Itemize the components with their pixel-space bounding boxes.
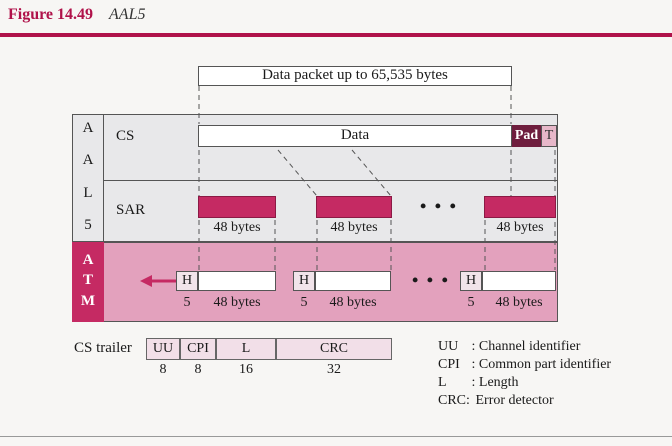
trailer-field-crc: CRC bbox=[276, 338, 392, 360]
aal-layer-column bbox=[72, 114, 104, 242]
cs-data-label: Data bbox=[340, 127, 370, 143]
trailer-bits-crc: 32 bbox=[327, 362, 341, 377]
legend-abbr: L bbox=[438, 375, 447, 390]
legend-abbr: CRC: bbox=[438, 393, 470, 408]
atm-header-2: H bbox=[293, 271, 315, 291]
legend-item-l: L : Length bbox=[438, 374, 611, 392]
legend-item-uu: UU : Channel identifier bbox=[438, 338, 611, 356]
legend-abbr: CPI bbox=[438, 357, 460, 372]
trailer-bits-uu: 8 bbox=[159, 362, 167, 377]
pad-box: Pad bbox=[512, 125, 541, 147]
atm-header-size-3: 5 bbox=[467, 295, 475, 310]
aal-letter-4: 5 bbox=[84, 217, 92, 233]
trailer-field-cpi: CPI bbox=[180, 338, 216, 360]
legend-abbr: UU bbox=[438, 339, 459, 354]
aal-letter-3: L bbox=[83, 185, 93, 201]
sar-bytes-3: 48 bytes bbox=[496, 220, 544, 235]
atm-letter-1: A bbox=[82, 252, 94, 268]
sar-bytes-1: 48 bytes bbox=[213, 220, 261, 235]
legend-item-cpi: CPI : Common part identifier bbox=[438, 356, 611, 374]
trailer-box: T bbox=[541, 125, 557, 147]
sar-bytes-2: 48 bytes bbox=[330, 220, 378, 235]
atm-ellipsis: • • • bbox=[412, 270, 450, 290]
sar-sublayer-label: SAR bbox=[116, 202, 146, 218]
legend-desc: : Common part identifier bbox=[471, 357, 612, 372]
atm-letter-2: T bbox=[82, 272, 93, 288]
figure-title: AAL5 bbox=[109, 6, 146, 23]
cs-sar-divider bbox=[104, 180, 558, 181]
sar-segment-2 bbox=[316, 196, 392, 218]
left-arrow-icon bbox=[140, 275, 176, 287]
aal-letter-1: A bbox=[82, 120, 94, 136]
atm-payload-bytes-3: 48 bytes bbox=[495, 295, 543, 310]
atm-header-3: H bbox=[460, 271, 482, 291]
sar-segment-3 bbox=[484, 196, 556, 218]
atm-layer-column bbox=[72, 242, 104, 322]
legend-desc: : Channel identifier bbox=[471, 339, 581, 354]
trailer-bits-l: 16 bbox=[239, 362, 253, 377]
sar-ellipsis: • • • bbox=[420, 196, 458, 216]
trailer-bits-cpi: 8 bbox=[194, 362, 202, 377]
atm-payload-2 bbox=[315, 271, 391, 291]
trailer-field-l: L bbox=[216, 338, 276, 360]
figure-heading: Figure 14.49 AAL5 bbox=[8, 6, 145, 24]
atm-header-size-1: 5 bbox=[183, 295, 191, 310]
aal-letter-2: A bbox=[82, 152, 94, 168]
cs-data-box bbox=[198, 125, 512, 147]
atm-payload-bytes-1: 48 bytes bbox=[213, 295, 261, 310]
atm-payload-1 bbox=[198, 271, 276, 291]
legend-item-crc: CRC: Error detector bbox=[438, 392, 611, 410]
packet-bracket bbox=[198, 66, 512, 86]
legend: UU : Channel identifier CPI : Common par… bbox=[438, 338, 611, 410]
atm-header-1: H bbox=[176, 271, 198, 291]
figure-number: Figure 14.49 bbox=[8, 6, 94, 23]
trailer-field-uu: UU bbox=[146, 338, 180, 360]
header-rule bbox=[0, 33, 672, 37]
atm-payload-bytes-2: 48 bytes bbox=[329, 295, 377, 310]
cs-trailer-label: CS trailer bbox=[74, 340, 132, 356]
legend-desc: Error detector bbox=[475, 393, 554, 408]
legend-desc: : Length bbox=[471, 375, 519, 390]
footer-rule bbox=[0, 436, 672, 437]
cs-sublayer-label: CS bbox=[116, 128, 135, 144]
atm-letter-3: M bbox=[80, 293, 96, 309]
atm-header-size-2: 5 bbox=[300, 295, 308, 310]
sar-segment-1 bbox=[198, 196, 276, 218]
atm-payload-3 bbox=[482, 271, 556, 291]
packet-label: Data packet up to 65,535 bytes bbox=[262, 67, 448, 83]
